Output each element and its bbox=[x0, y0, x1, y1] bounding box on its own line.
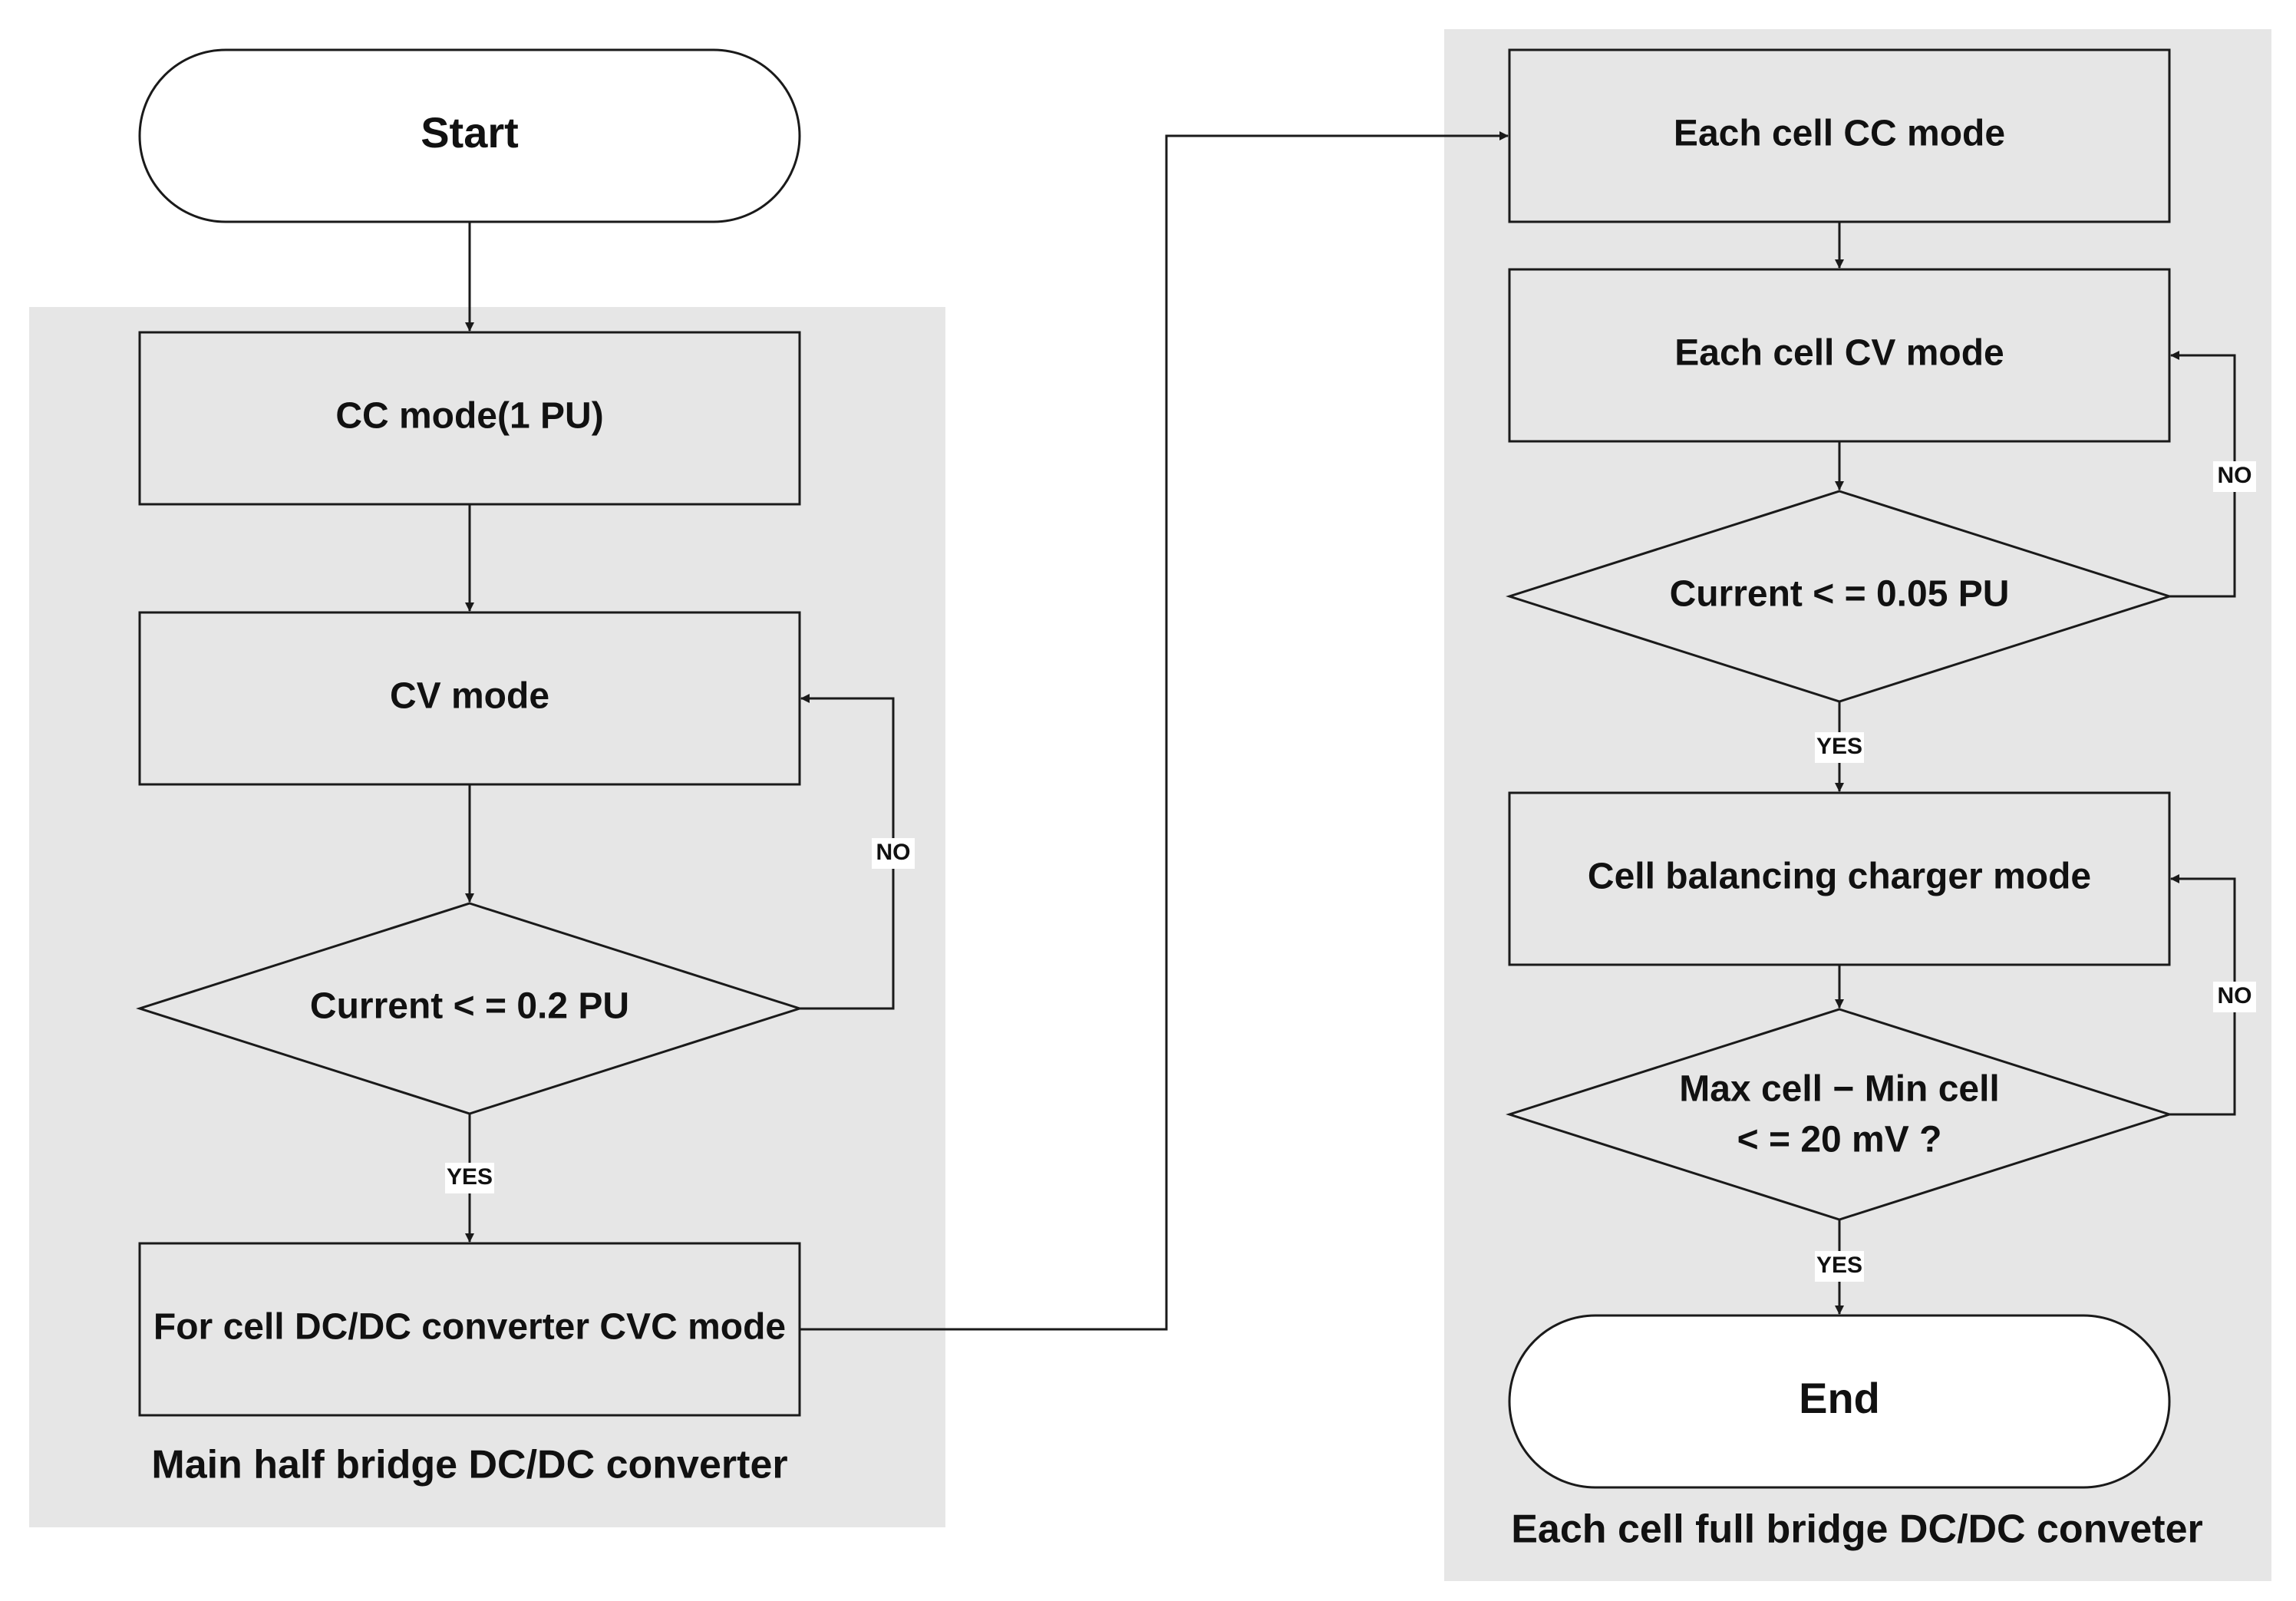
yes-cell-label: YES bbox=[1816, 734, 1862, 759]
yes-cell-bg bbox=[1815, 732, 1864, 763]
no-cell-label: NO bbox=[2218, 463, 2252, 488]
yes-main-label: YES bbox=[447, 1164, 493, 1190]
yes-diff-bg bbox=[1815, 1251, 1864, 1282]
yes-main-bg bbox=[445, 1163, 494, 1193]
group-main-label: Main half bridge DC/DC converter bbox=[151, 1443, 787, 1487]
decision-diff-label-line2: < = 20 mV ? bbox=[1737, 1120, 1942, 1160]
cvc-mode-label: For cell DC/DC converter CVC mode bbox=[153, 1307, 786, 1348]
cv-mode-label: CV mode bbox=[390, 676, 549, 717]
decision-cell-label: Current < = 0.05 PU bbox=[1670, 574, 2010, 615]
no-diff-bg bbox=[2213, 982, 2256, 1012]
no-cell-bg bbox=[2213, 461, 2256, 492]
no-main-bg bbox=[872, 838, 915, 869]
end-label: End bbox=[1799, 1374, 1880, 1422]
no-diff-label: NO bbox=[2218, 983, 2252, 1008]
end-terminal bbox=[1508, 1314, 2171, 1489]
group-cell-label: Each cell full bridge DC/DC conveter bbox=[1511, 1507, 2203, 1552]
no-main-label: NO bbox=[876, 840, 911, 865]
each-cc-label: Each cell CC mode bbox=[1674, 114, 2005, 154]
cc-mode-label: CC mode(1 PU) bbox=[335, 396, 603, 437]
decision-diff-label-line1: Max cell − Min cell bbox=[1679, 1069, 2000, 1110]
edge-cvc-to-each-cc bbox=[800, 131, 1509, 1331]
balancing-box bbox=[1508, 791, 2171, 966]
yes-diff-label: YES bbox=[1816, 1253, 1862, 1278]
cc-mode-box bbox=[138, 331, 801, 506]
cvc-mode-box bbox=[138, 1242, 801, 1417]
each-cv-box bbox=[1508, 268, 2171, 443]
each-cv-label: Each cell CV mode bbox=[1674, 333, 2004, 374]
balancing-label: Cell balancing charger mode bbox=[1588, 857, 2091, 897]
decision-main-label: Current < = 0.2 PU bbox=[310, 986, 629, 1027]
start-label: Start bbox=[421, 108, 519, 157]
